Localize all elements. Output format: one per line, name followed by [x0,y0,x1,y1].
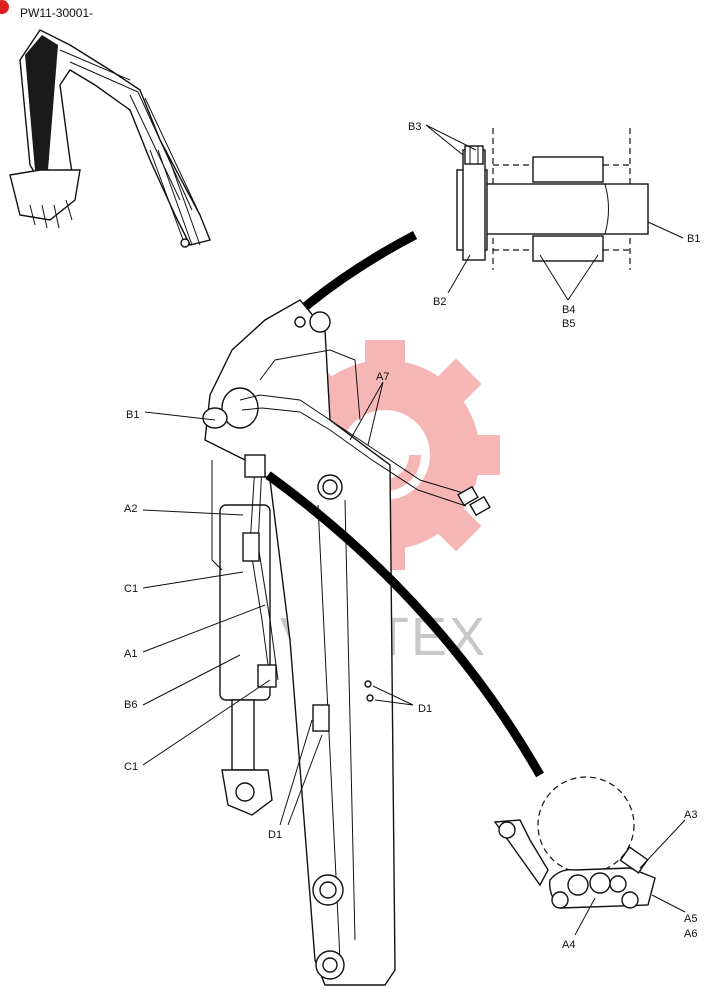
label-d1-left: D1 [268,829,282,841]
label-a5: A5 [684,913,697,925]
excavator-arm-icon [9,29,211,248]
clamp-detail-view [493,776,656,909]
callout-curve-bottom [265,471,544,778]
label-b5: B5 [562,318,575,330]
label-b6: B6 [124,699,137,711]
label-d1-right: D1 [418,703,432,715]
label-a4: A4 [562,939,575,951]
label-a7: A7 [376,371,389,383]
arm-assembly [202,299,491,986]
label-c1-lower: C1 [124,761,138,773]
label-a2: A2 [124,503,137,515]
label-b4: B4 [562,304,575,316]
red-dot-icon [0,0,9,14]
label-c1-upper: C1 [124,583,138,595]
pin-detail-view [456,128,649,270]
label-b1-detail: B1 [687,233,700,245]
label-b1-main: B1 [126,409,139,421]
label-b2: B2 [433,296,446,308]
label-a1: A1 [124,648,137,660]
label-a6: A6 [684,928,697,940]
leader-lines [142,124,686,936]
label-b3: B3 [408,121,421,133]
label-a3: A3 [684,809,697,821]
document-number: PW11-30001- [20,6,93,20]
